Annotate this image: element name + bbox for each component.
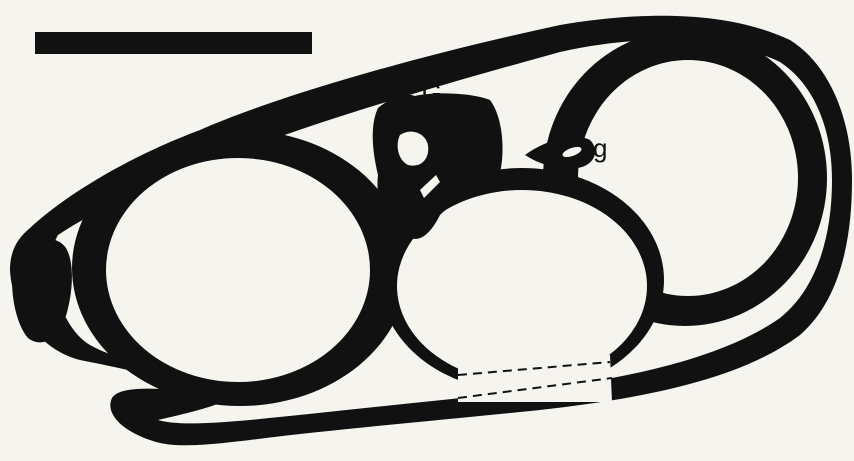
left-tubule-lumen bbox=[106, 158, 370, 382]
label-G: G bbox=[422, 78, 442, 108]
scale-bar bbox=[35, 32, 312, 54]
label-g: g bbox=[593, 133, 607, 163]
